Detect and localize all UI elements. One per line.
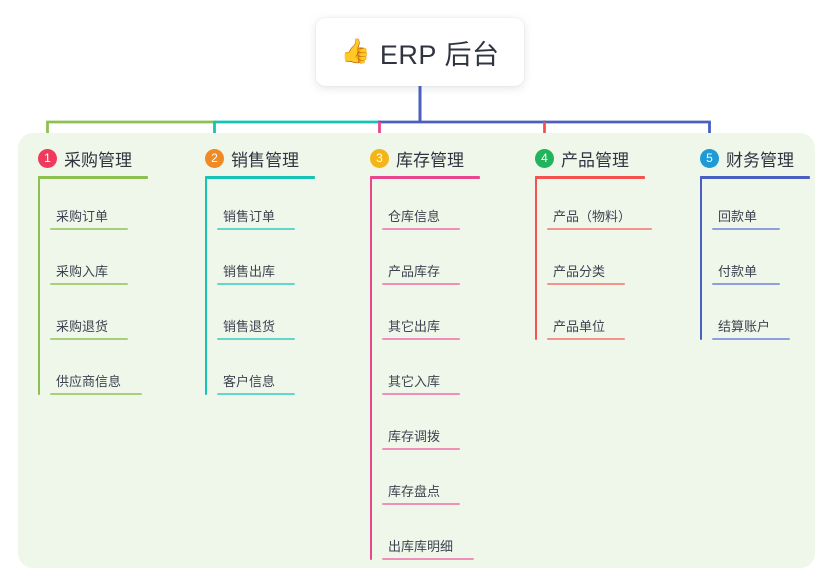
branch-item-label: 销售订单	[223, 209, 276, 224]
branch-item-label: 产品（物料）	[553, 209, 632, 224]
branch-number-badge: 3	[370, 149, 389, 168]
branch-item-label: 产品单位	[553, 319, 606, 334]
branch-item-underline	[382, 283, 460, 285]
branch-item-underline	[50, 283, 128, 285]
branch-header-4[interactable]: 4 产品管理	[535, 146, 629, 171]
branch-number-badge: 2	[205, 149, 224, 168]
branch-item-label: 产品分类	[553, 264, 606, 279]
branch-number-badge: 4	[535, 149, 554, 168]
branch-item-underline	[217, 338, 295, 340]
root-node-card[interactable]: 👍 ERP 后台	[316, 18, 524, 86]
branch-item[interactable]: 出库库明细	[370, 526, 520, 560]
branch-header-5[interactable]: 5 财务管理	[700, 146, 794, 171]
branch-item-underline	[382, 558, 474, 560]
branch-item[interactable]: 付款单	[700, 251, 839, 285]
branch-item-underline	[217, 393, 295, 395]
branch-title: 财务管理	[726, 151, 794, 170]
branch-spine	[535, 176, 537, 340]
branch-underline	[205, 176, 315, 179]
branch-item[interactable]: 销售退货	[205, 306, 355, 340]
branch-underline	[535, 176, 645, 179]
branch-item-label: 采购退货	[56, 319, 109, 334]
branch-item-underline	[712, 338, 790, 340]
branch-item-underline	[547, 338, 625, 340]
branch-spine	[700, 176, 702, 340]
branch-item[interactable]: 采购入库	[38, 251, 188, 285]
branch-item-underline	[50, 228, 128, 230]
branch-item-label: 回款单	[718, 209, 758, 224]
branch-item-underline	[50, 393, 142, 395]
branch-item-underline	[712, 228, 780, 230]
branch-item-label: 销售出库	[223, 264, 276, 279]
branch-item[interactable]: 采购退货	[38, 306, 188, 340]
branch-header-1[interactable]: 1 采购管理	[38, 146, 132, 171]
branch-item[interactable]: 回款单	[700, 196, 839, 230]
branch-item-underline	[50, 338, 128, 340]
branch-item-label: 销售退货	[223, 319, 276, 334]
branch-item[interactable]: 其它入库	[370, 361, 520, 395]
branch-spine	[205, 176, 207, 395]
branch-title: 采购管理	[64, 151, 132, 170]
branch-item-label: 付款单	[718, 264, 758, 279]
branch-item[interactable]: 结算账户	[700, 306, 839, 340]
branch-item[interactable]: 供应商信息	[38, 361, 188, 395]
branch-item[interactable]: 库存盘点	[370, 471, 520, 505]
branch-item[interactable]: 产品分类	[535, 251, 685, 285]
branch-item[interactable]: 销售订单	[205, 196, 355, 230]
branch-item-label: 其它入库	[388, 374, 441, 389]
branch-item-underline	[547, 228, 652, 230]
branch-header-2[interactable]: 2 销售管理	[205, 146, 299, 171]
branch-item[interactable]: 产品单位	[535, 306, 685, 340]
branch-item[interactable]: 其它出库	[370, 306, 520, 340]
branch-item[interactable]: 采购订单	[38, 196, 188, 230]
root-node-title-wrap: 👍 ERP 后台	[341, 33, 500, 72]
branch-underline	[700, 176, 810, 179]
branch-item[interactable]: 客户信息	[205, 361, 355, 395]
branch-item-label: 采购订单	[56, 209, 109, 224]
branch-item-underline	[382, 503, 460, 505]
branch-item-label: 仓库信息	[388, 209, 441, 224]
branch-item-label: 其它出库	[388, 319, 441, 334]
root-node-title: ERP 后台	[379, 39, 500, 70]
branch-item[interactable]: 产品（物料）	[535, 196, 685, 230]
branch-item-label: 出库库明细	[388, 539, 454, 554]
branch-item-label: 库存调拨	[388, 429, 441, 444]
branch-item-label: 结算账户	[718, 319, 771, 334]
branch-underline	[38, 176, 148, 179]
branches-panel	[18, 133, 815, 568]
branch-number-badge: 5	[700, 149, 719, 168]
branch-item-underline	[382, 338, 460, 340]
branch-title: 销售管理	[231, 151, 299, 170]
branch-item-underline	[712, 283, 780, 285]
branch-underline	[370, 176, 480, 179]
branch-item-label: 产品库存	[388, 264, 441, 279]
branch-item-underline	[382, 228, 460, 230]
branch-item[interactable]: 库存调拨	[370, 416, 520, 450]
branch-spine	[370, 176, 372, 560]
branch-item-underline	[217, 283, 295, 285]
branch-number-badge: 1	[38, 149, 57, 168]
branch-item[interactable]: 仓库信息	[370, 196, 520, 230]
branch-item[interactable]: 产品库存	[370, 251, 520, 285]
branch-spine	[38, 176, 40, 395]
branch-header-3[interactable]: 3 库存管理	[370, 146, 464, 171]
thumbs-up-icon: 👍	[340, 38, 371, 65]
branch-item-underline	[382, 393, 460, 395]
branch-item-label: 供应商信息	[56, 374, 122, 389]
branch-item[interactable]: 销售出库	[205, 251, 355, 285]
branch-title: 产品管理	[561, 151, 629, 170]
branch-item-label: 客户信息	[223, 374, 276, 389]
branch-item-underline	[382, 448, 460, 450]
branch-item-label: 库存盘点	[388, 484, 441, 499]
branch-item-underline	[547, 283, 625, 285]
branch-item-label: 采购入库	[56, 264, 109, 279]
branch-title: 库存管理	[396, 151, 464, 170]
branch-item-underline	[217, 228, 295, 230]
